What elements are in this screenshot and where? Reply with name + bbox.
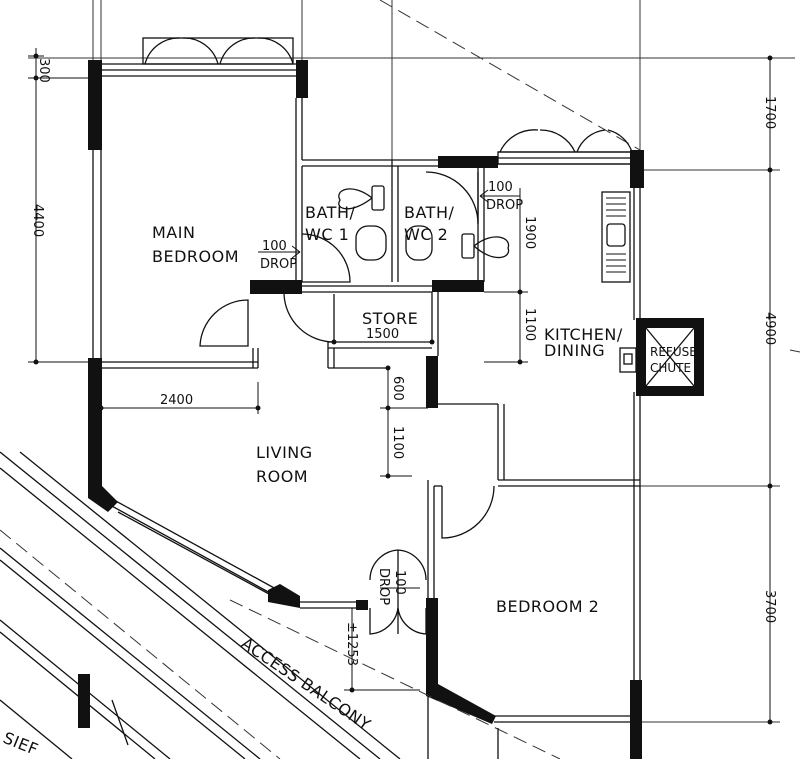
- kitchen-walls: [438, 150, 644, 487]
- entrance-door: [369, 549, 427, 635]
- store-door: [283, 293, 335, 343]
- main-bedroom-label-2: BEDROOM: [152, 247, 239, 266]
- basin-1: [355, 225, 387, 261]
- dim-1700: 1700: [762, 96, 777, 129]
- edge-text-fragment: SIEF: [1, 728, 42, 759]
- living-label-1: LIVING: [256, 443, 313, 462]
- bedroom2-label: BEDROOM 2: [496, 597, 599, 616]
- bath1-door: [301, 233, 351, 283]
- living-walls: [88, 356, 442, 610]
- bath1-label-2: WC 1: [305, 225, 349, 244]
- dim-4900: 4900: [762, 312, 777, 345]
- dim-2400: 2400: [160, 393, 193, 408]
- bath2-door: [425, 171, 479, 225]
- store-label: STORE: [362, 309, 418, 328]
- refuse-chute: [619, 318, 704, 396]
- main-drop-value: 100: [262, 239, 287, 254]
- bath2-drop-label: DROP: [486, 198, 523, 213]
- bath-walls: [250, 156, 498, 294]
- reference-lines: [28, 0, 800, 723]
- dim-1500: 1500: [366, 327, 399, 342]
- toilet-2: [461, 233, 510, 259]
- main-bedroom-window: [142, 37, 294, 65]
- dim-1100-kitchen: 1100: [522, 308, 537, 341]
- main-bedroom-walls: [88, 60, 308, 369]
- refuse-label-2: CHUTE: [650, 361, 691, 375]
- bedroom2-door: [441, 485, 495, 539]
- bath2-drop-value: 100: [488, 180, 513, 195]
- dim-1900: 1900: [522, 216, 537, 249]
- bath2-label-1: BATH/: [404, 203, 454, 222]
- dim-300: 300: [36, 58, 51, 83]
- kitchen-sink: [601, 191, 631, 283]
- bath2-label-2: WC 2: [404, 225, 448, 244]
- main-bedroom-label-1: MAIN: [152, 223, 195, 242]
- entrance-drop-value: 100: [392, 570, 407, 595]
- bath1-label-1: BATH/: [305, 203, 355, 222]
- drop-markers: [258, 189, 520, 589]
- dim-4400: 4400: [30, 204, 45, 237]
- main-drop-label: DROP: [260, 257, 297, 272]
- main-bedroom-door: [199, 299, 249, 347]
- toilet-1: [338, 185, 385, 211]
- kitchen-label-1: KITCHEN/: [544, 325, 623, 344]
- kitchen-label-2: DINING: [544, 341, 605, 360]
- dim-600: 600: [390, 376, 405, 401]
- living-label-2: ROOM: [256, 467, 308, 486]
- entrance-drop-label: DROP: [376, 568, 391, 605]
- dim-1100-living: 1100: [390, 426, 405, 459]
- bedroom2-walls: [426, 486, 642, 759]
- dimension-lines: [28, 48, 773, 725]
- dim-3700: 3700: [762, 590, 777, 623]
- access-balcony: [0, 451, 561, 759]
- refuse-label-1: REFUSE: [650, 345, 697, 359]
- basin-2: [405, 225, 433, 261]
- dim-entrance-level: ±1253: [344, 622, 359, 666]
- kitchen-window: [497, 129, 633, 165]
